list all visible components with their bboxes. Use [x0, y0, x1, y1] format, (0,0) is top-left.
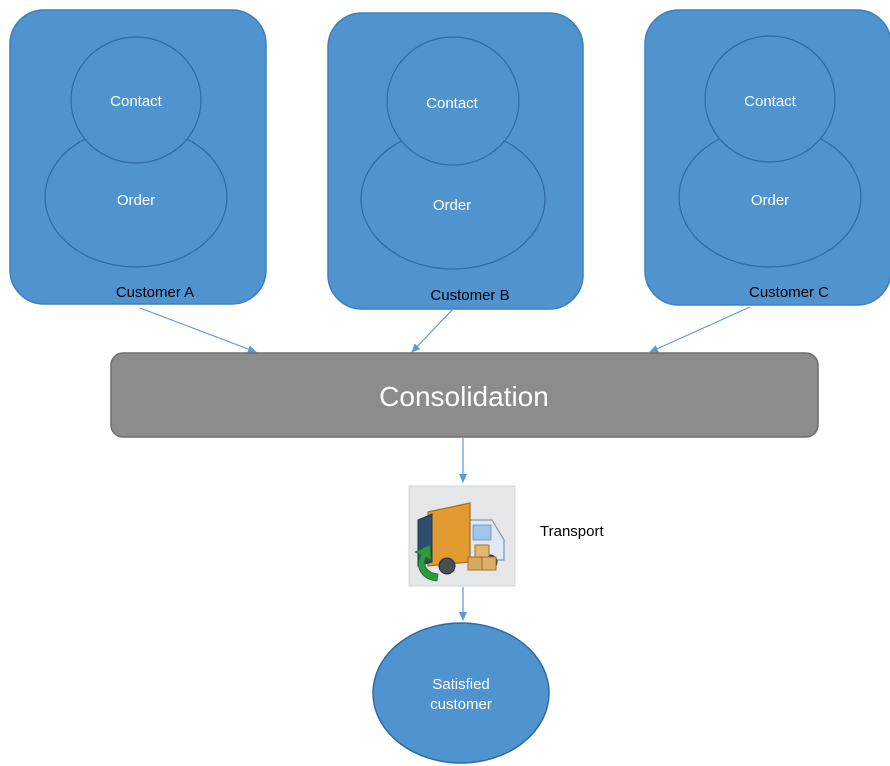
package-box-2: [481, 556, 497, 571]
satisfied-customer-node: Satisfied customer: [372, 622, 550, 764]
customer-b-order-label: Order: [433, 197, 471, 214]
customer-c-contact-shape: [704, 35, 836, 163]
customer-c-name: Customer C: [749, 284, 829, 301]
truck-window-shape: [472, 524, 492, 541]
customer-b-contact-label: Contact: [426, 95, 479, 112]
truck-rear-wheel: [438, 557, 456, 575]
customer-a-name: Customer A: [116, 284, 194, 301]
satisfied-customer-line-1: Satisfied: [432, 676, 490, 693]
delivery-truck-icon: [408, 485, 516, 587]
satisfied-customer-line-2: customer: [430, 696, 492, 713]
arrow-customer-c-to-consolidation: [649, 306, 751, 353]
return-arrow-shape: [414, 544, 439, 582]
consolidation-label: Consolidation: [379, 381, 549, 412]
package-box-3: [474, 544, 490, 558]
consolidation-background: [110, 352, 819, 438]
customer-a-order-label: Order: [117, 192, 155, 209]
satisfied-customer-shape: [372, 622, 550, 764]
customer-c-contact-label: Contact: [744, 93, 797, 110]
customer-a-contact-label: Contact: [110, 93, 163, 110]
customer-a-contact-shape: [70, 36, 202, 164]
customer-b-contact-shape: [386, 36, 520, 166]
customer-card-a: Contact Order Customer A: [9, 9, 267, 305]
customer-card-b: Contact Order Customer B: [327, 12, 584, 310]
arrow-customer-b-to-consolidation: [411, 309, 453, 353]
package-box-1: [467, 556, 483, 571]
truck-cargo-shape: [427, 502, 471, 567]
arrow-customer-a-to-consolidation: [139, 307, 257, 353]
transport-label: Transport: [540, 523, 604, 540]
consolidation-box: Consolidation: [110, 352, 819, 438]
customer-card-c: Contact Order Customer C: [644, 9, 890, 306]
customer-c-order-label: Order: [751, 192, 789, 209]
customer-b-name: Customer B: [430, 287, 509, 304]
